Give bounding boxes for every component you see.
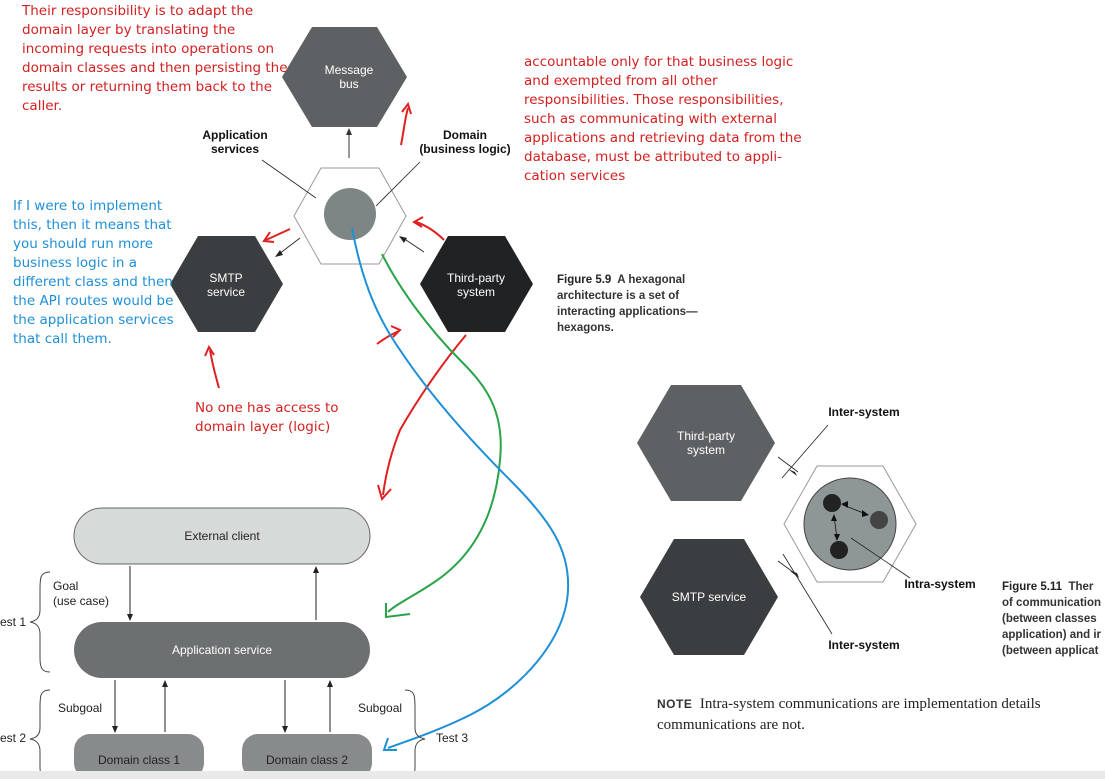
- subgoal-left-label: Subgoal: [58, 701, 103, 715]
- class-node-3: [830, 541, 848, 559]
- figure-5-11-caption: Figure 5.11 Ther of communication (betwe…: [1002, 579, 1105, 659]
- domain-class-2-box: [242, 734, 372, 779]
- external-client-box: [73, 507, 371, 565]
- inter-system-label-top: Inter-system: [828, 405, 900, 419]
- inter-system-label-bottom: Inter-system: [828, 638, 900, 652]
- goal-label: Goal (use case): [53, 579, 110, 608]
- figure-5-11-caption-label: Figure 5.11: [1002, 581, 1063, 593]
- message-bus-label: Message bus: [324, 63, 374, 91]
- third-party-hexagon-5-11: [637, 385, 775, 501]
- domain-class-1-box: [74, 734, 204, 779]
- domain-core-circle: [324, 188, 376, 240]
- application-service-box: [74, 622, 370, 678]
- smtp-hexagon-5-11: [640, 539, 778, 655]
- smtp-hexagon: [170, 236, 283, 332]
- annotation-red-adapter: Their responsibility is to adapt the dom…: [22, 3, 288, 114]
- test-3-label: Test 3: [436, 731, 469, 745]
- intra-system-label: Intra-system: [904, 577, 976, 591]
- annotation-red-domain: accountable only for that business logic…: [524, 54, 802, 184]
- smtp-service-label: SMTP service: [206, 271, 245, 299]
- figure-5-9-caption-label: Figure 5.9: [557, 274, 612, 286]
- figure-5-9-caption-text: A hexagonal architecture is a set of int…: [557, 274, 698, 334]
- annotation-red-no-access: No one has access to domain layer (logic…: [195, 400, 339, 435]
- application-services-label: Application services: [202, 128, 268, 156]
- domain-class-1-label: Domain class 1: [97, 753, 181, 767]
- external-client-label: External client: [184, 529, 260, 543]
- annotation-blue-implementation: If I were to implement this, then it mea…: [13, 198, 174, 347]
- message-bus-hexagon: [282, 27, 407, 127]
- third-party-label-5-11: Third-party system: [676, 429, 735, 457]
- note-line-2: communications are not.: [657, 717, 805, 733]
- class-node-1: [823, 494, 841, 512]
- figure-5-11-caption-text: Ther of communication (between classes a…: [1002, 581, 1102, 657]
- domain-label: Domain (business logic): [419, 128, 511, 156]
- third-party-label: Third-party system: [446, 271, 505, 299]
- application-service-label: Application service: [171, 643, 273, 657]
- class-node-2: [870, 511, 888, 529]
- test-1-label: est 1: [0, 615, 27, 629]
- domain-class-2-label: Domain class 2: [265, 753, 349, 767]
- bottom-strip: [0, 771, 1105, 779]
- note-label: NOTE: [657, 697, 693, 711]
- smtp-service-label-5-11: SMTP service: [671, 590, 747, 604]
- note-line-1: Intra-system communications are implemen…: [699, 696, 1041, 712]
- note-paragraph: NOTE Intra-system communications are imp…: [657, 694, 1105, 736]
- third-party-hexagon: [420, 236, 533, 332]
- figure-5-9-caption: Figure 5.9 A hexagonal architecture is a…: [557, 272, 698, 336]
- subgoal-right-label: Subgoal: [358, 701, 403, 715]
- test-2-label: est 2: [0, 731, 27, 745]
